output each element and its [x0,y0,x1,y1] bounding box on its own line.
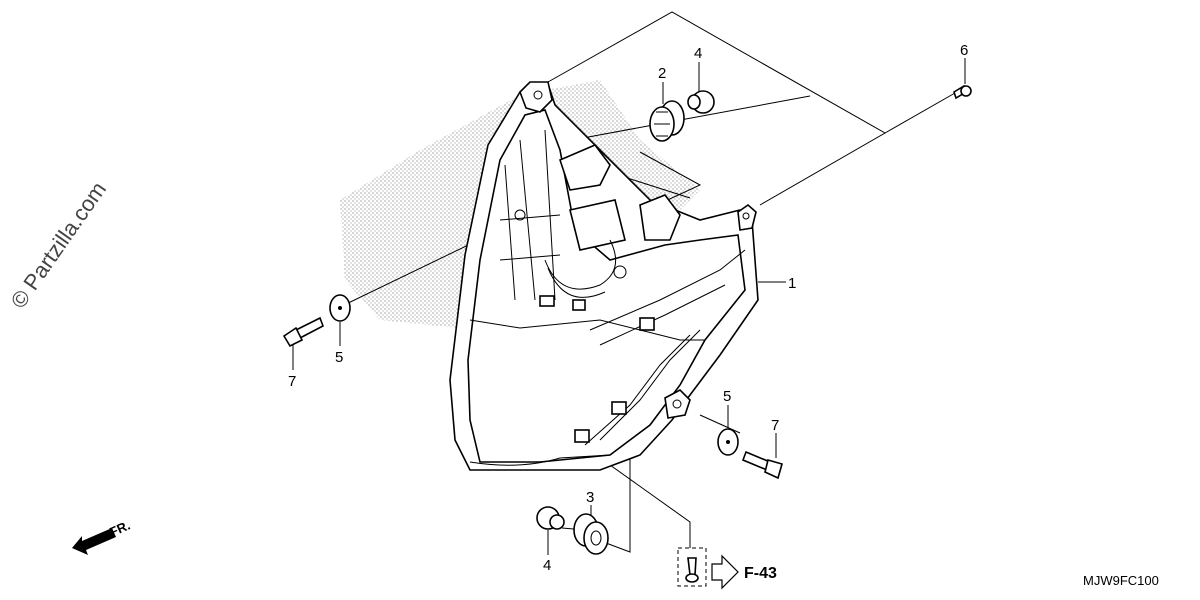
reference-screw [677,547,707,587]
front-direction-indicator: FR. [72,518,132,555]
callout-4-lower: 4 [543,557,551,574]
callouts: 1 2 3 4 4 5 5 6 7 7 [288,42,968,574]
callout-5-right: 5 [723,388,731,405]
grommet-lower [573,513,609,555]
reference-arrow[interactable]: F-43 [711,554,777,590]
collar-lower [536,506,565,530]
grommet-upper [649,100,685,142]
washer-right [717,428,739,456]
reference-label: F-43 [744,565,777,582]
leader-lines [292,58,966,555]
headlight-assembly [449,81,759,471]
assembly-lines [339,11,956,553]
front-label: FR. [107,518,132,540]
callout-5-left: 5 [335,349,343,366]
callout-2: 2 [658,65,666,82]
bolt-right [741,450,783,480]
screw-6 [953,84,972,100]
diagram-code: MJW9FC100 [1083,573,1159,588]
callout-4-upper: 4 [694,45,702,62]
washer-left [329,294,351,322]
callout-3: 3 [586,489,594,506]
callout-7-right: 7 [771,417,779,434]
callout-6: 6 [960,42,968,59]
bolt-left [282,316,324,348]
collar-upper [687,90,715,114]
callout-7-left: 7 [288,373,296,390]
callout-1: 1 [788,275,796,292]
watermark-text: © Partzilla.com [6,177,112,313]
front-arrow-icon [72,528,116,555]
